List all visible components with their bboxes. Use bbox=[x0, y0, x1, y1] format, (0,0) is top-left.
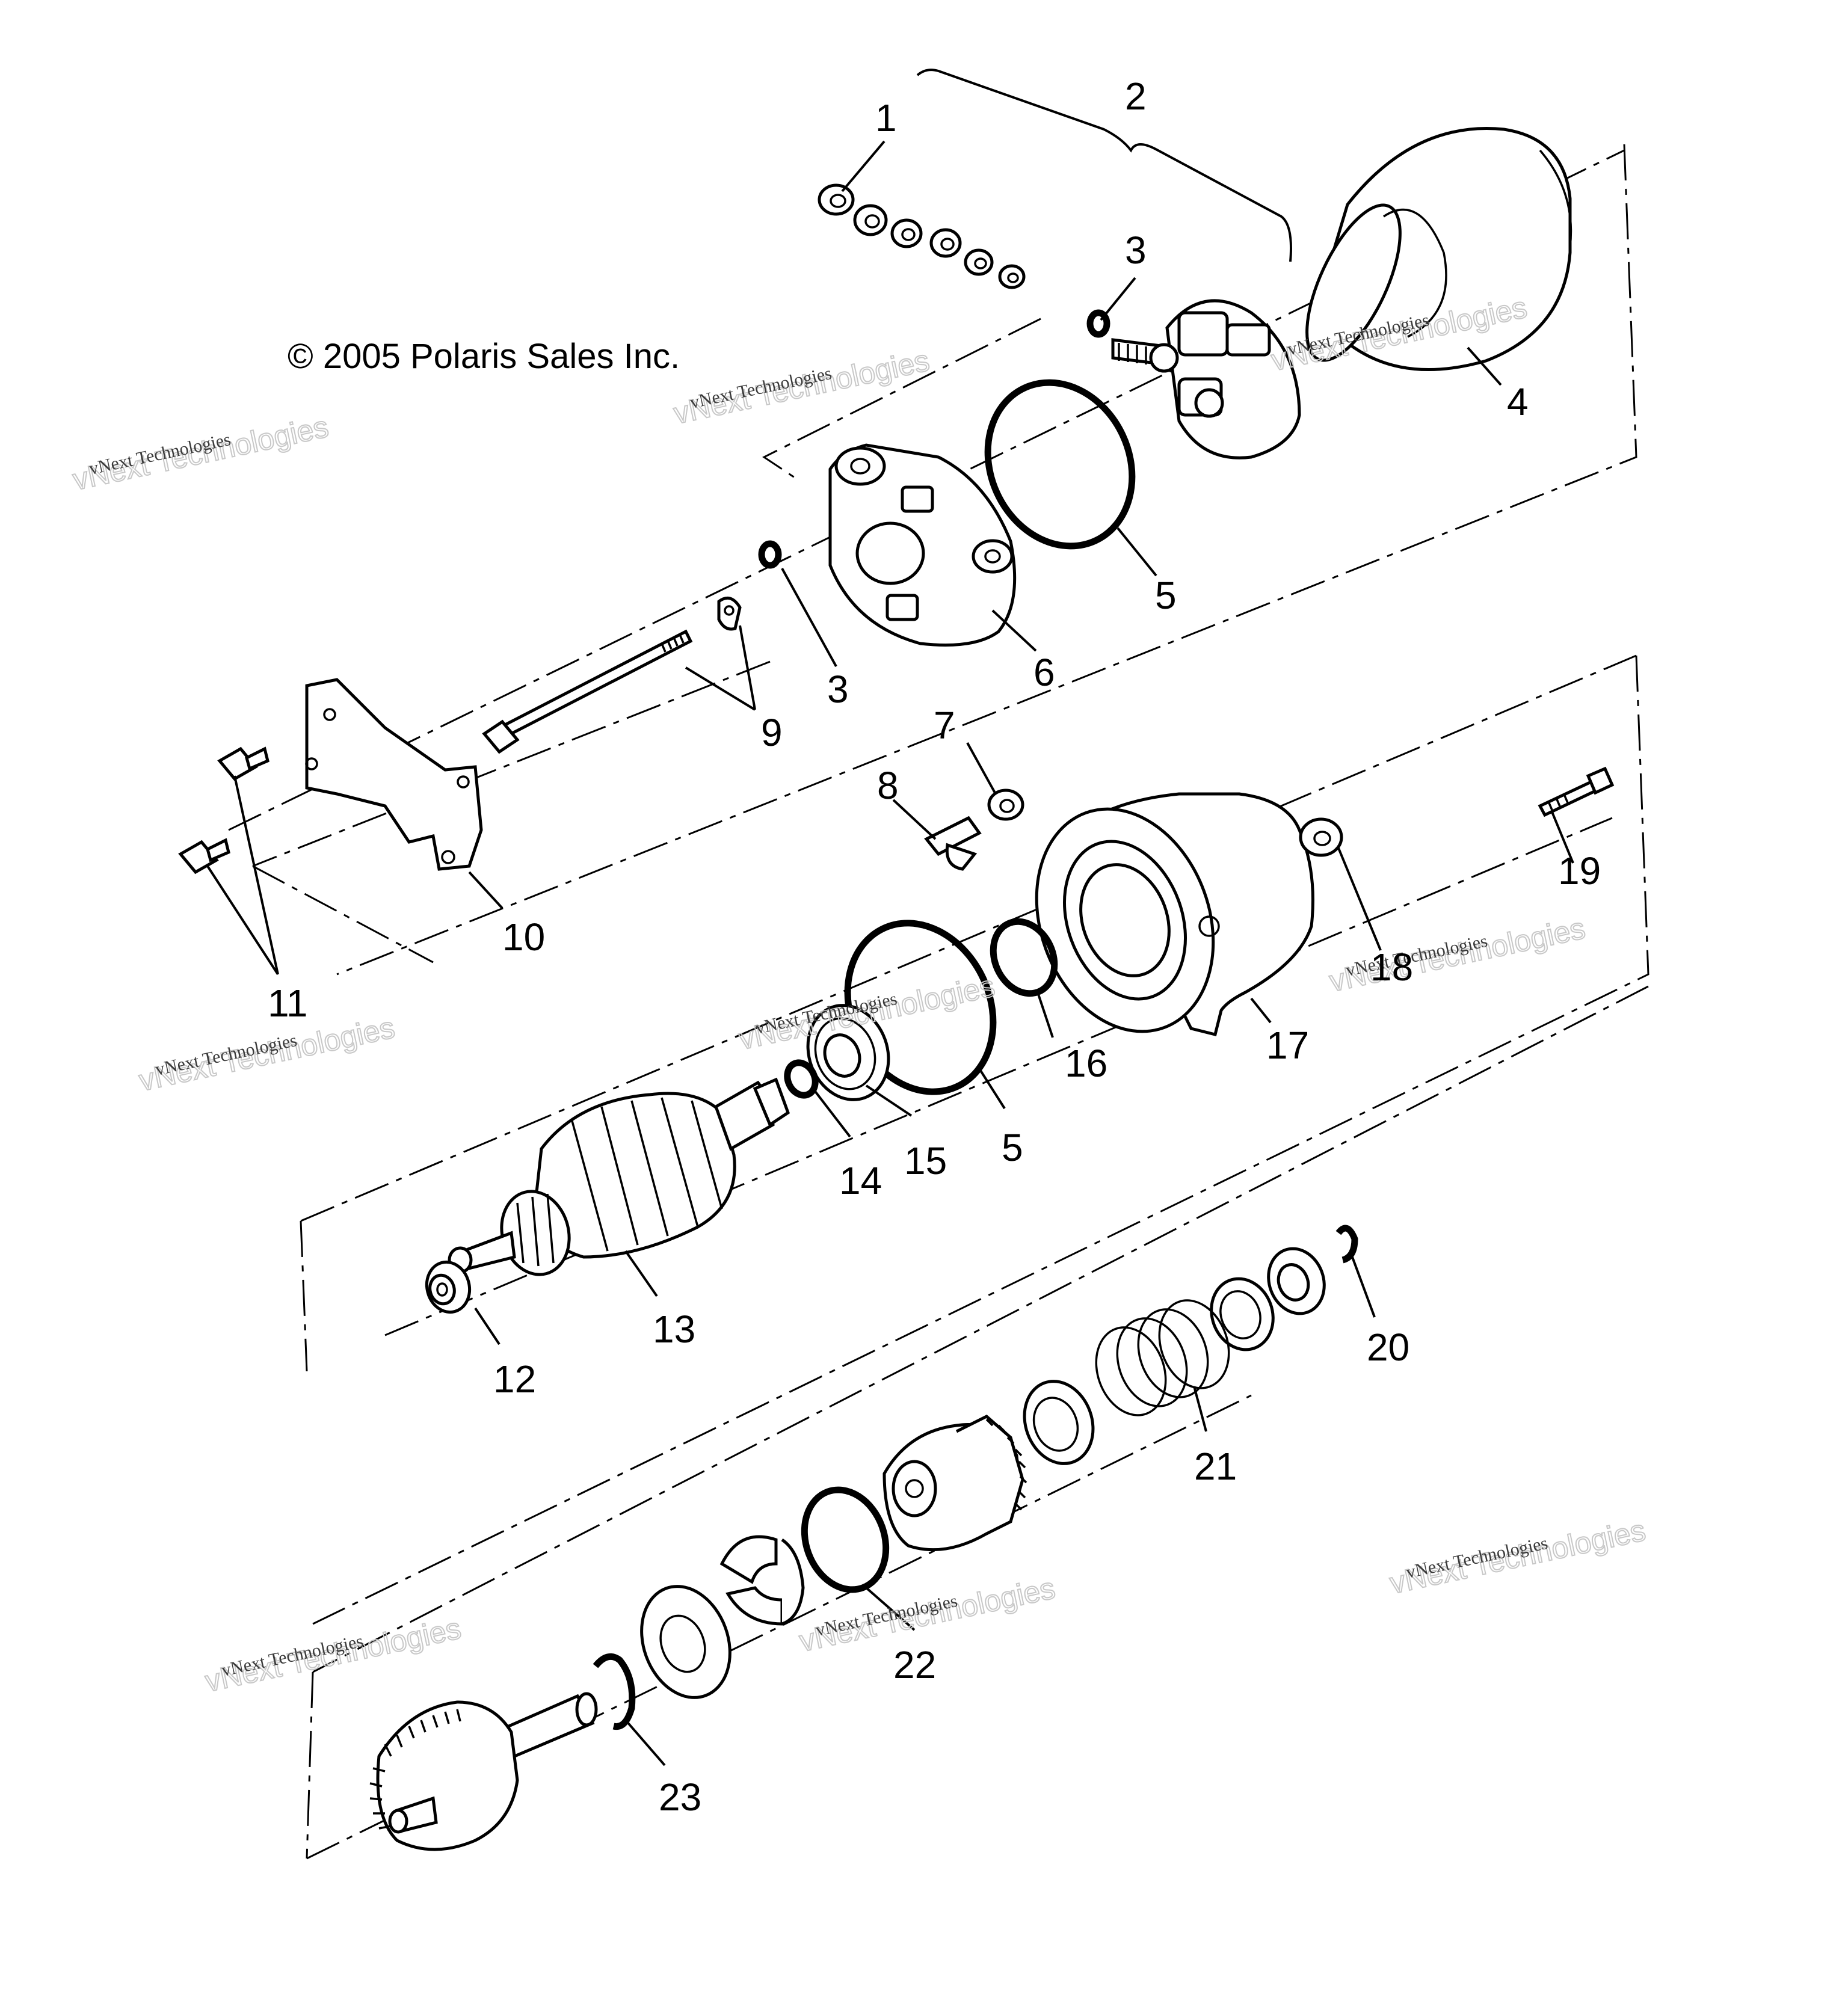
callout-21: 21 bbox=[1194, 1445, 1237, 1488]
front-cover-housing bbox=[1035, 792, 1314, 1037]
spacer-sleeve bbox=[1023, 1380, 1095, 1465]
callout-2: 2 bbox=[1125, 75, 1147, 118]
thrust-washer bbox=[640, 1585, 732, 1699]
rear-cover bbox=[828, 443, 1017, 647]
mounting-bracket bbox=[305, 678, 483, 871]
circlip-23 bbox=[593, 1653, 636, 1730]
callout-23: 23 bbox=[659, 1775, 701, 1819]
callout-11: 11 bbox=[268, 982, 307, 1025]
callout-12: 12 bbox=[493, 1357, 536, 1401]
terminal-bolt bbox=[924, 816, 982, 871]
split-collar bbox=[719, 1535, 805, 1626]
motor-yoke-housing bbox=[1305, 127, 1572, 372]
callout-14: 14 bbox=[839, 1159, 882, 1202]
callout-16: 16 bbox=[1065, 1042, 1107, 1085]
copyright-text: © 2005 Polaris Sales Inc. bbox=[288, 337, 680, 376]
callout-8: 8 bbox=[877, 764, 899, 807]
nut-washer-stack bbox=[818, 183, 1026, 289]
callout-9: 9 bbox=[761, 711, 783, 754]
callout-5-lower: 5 bbox=[1002, 1126, 1023, 1169]
small-oring-16 bbox=[990, 918, 1058, 997]
callout-labels: 1 2 3 4 5 6 3 9 7 8 10 11 19 18 17 16 5 … bbox=[268, 75, 1601, 1819]
callout-6: 6 bbox=[1033, 651, 1055, 694]
callout-7: 7 bbox=[934, 704, 955, 747]
callout-15: 15 bbox=[904, 1139, 947, 1182]
bushing bbox=[425, 1260, 472, 1314]
clutch-gear bbox=[882, 1415, 1027, 1552]
ball-bearing bbox=[806, 1004, 890, 1101]
callout-4: 4 bbox=[1507, 380, 1529, 423]
mounting-bolts bbox=[178, 746, 270, 875]
callout-22: 22 bbox=[893, 1643, 936, 1686]
leader-lines bbox=[206, 140, 1574, 1766]
callout-1: 1 bbox=[875, 96, 897, 140]
collar-sleeves bbox=[1210, 1247, 1326, 1351]
callout-13: 13 bbox=[653, 1308, 695, 1351]
assembly-bracket-2 bbox=[916, 69, 1292, 262]
large-oring-upper bbox=[984, 379, 1136, 550]
small-oring-lower bbox=[758, 540, 782, 569]
small-oring-upper bbox=[1086, 309, 1110, 338]
snap-ring-22 bbox=[801, 1486, 890, 1593]
return-spring bbox=[1095, 1299, 1230, 1416]
callout-17: 17 bbox=[1266, 1024, 1309, 1067]
brush-holder-assembly bbox=[1111, 299, 1301, 460]
callout-18: 18 bbox=[1370, 945, 1413, 989]
through-bolt-washer bbox=[482, 596, 742, 754]
callout-20: 20 bbox=[1367, 1326, 1409, 1369]
terminal-washer bbox=[987, 789, 1024, 821]
callout-5-upper: 5 bbox=[1155, 574, 1177, 617]
callout-3-lower: 3 bbox=[827, 668, 849, 711]
callout-10: 10 bbox=[502, 915, 545, 959]
callout-19: 19 bbox=[1558, 849, 1601, 893]
callout-3-upper: 3 bbox=[1125, 229, 1147, 272]
retaining-ring-14 bbox=[784, 1059, 819, 1099]
through-bolt-front bbox=[1538, 766, 1615, 817]
circlip-20 bbox=[1335, 1225, 1358, 1264]
flat-washer bbox=[1299, 817, 1343, 857]
armature bbox=[448, 1077, 790, 1276]
pinion-shaft-gear bbox=[369, 1692, 598, 1851]
